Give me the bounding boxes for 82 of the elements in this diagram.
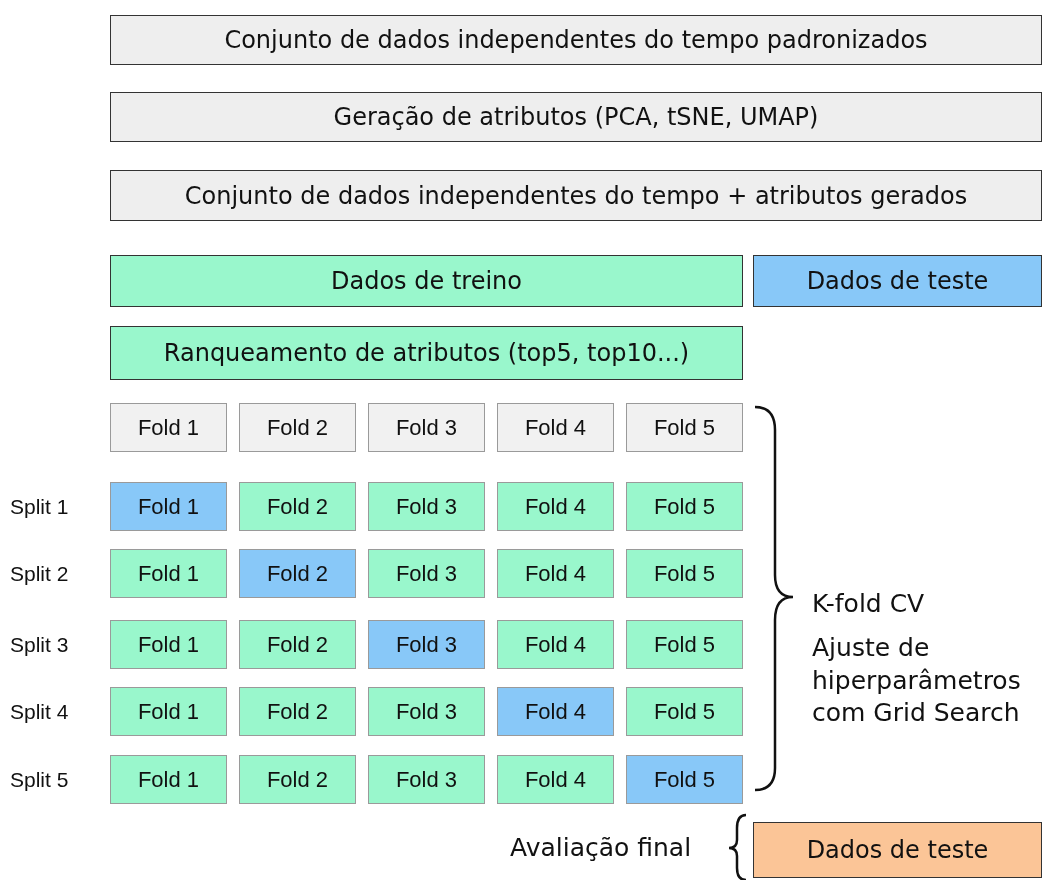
box-text: Conjunto de dados independentes do tempo padronizados [224, 26, 928, 54]
fold-box [626, 687, 743, 736]
fold-box [239, 687, 356, 736]
fold-box [368, 620, 485, 669]
fold-box [239, 482, 356, 531]
box-text: Fold 3 [395, 560, 458, 587]
box-text: Fold 1 [137, 698, 200, 725]
box-text: Fold 3 [395, 766, 458, 793]
box-text: Dados de treino [331, 267, 522, 295]
fold-box [239, 755, 356, 804]
fold-box [368, 755, 485, 804]
box-text: Fold 1 [137, 631, 200, 658]
label-text: Split 3 [10, 632, 69, 658]
box-text: Ranqueamento de atributos (top5, top10...) [163, 339, 690, 367]
box-text: Fold 4 [524, 414, 587, 441]
fold-box [626, 620, 743, 669]
fold-box [368, 403, 485, 452]
box-text: Fold 1 [137, 766, 200, 793]
box-text: Fold 3 [395, 493, 458, 520]
process-box [110, 255, 743, 307]
label-text: Split 4 [10, 699, 69, 725]
box-text: Fold 5 [653, 560, 716, 587]
box-text: Dados de teste [806, 267, 989, 295]
fold-box [497, 755, 614, 804]
box-text: Conjunto de dados independentes do tempo + atributos gerados [184, 181, 968, 210]
process-box [110, 326, 743, 380]
label-text: Split 2 [10, 561, 69, 587]
box-text: Fold 2 [266, 414, 329, 441]
fold-box [626, 755, 743, 804]
box-text: Fold 2 [266, 766, 329, 793]
box-text: Fold 2 [266, 493, 329, 520]
process-box [753, 822, 1042, 878]
box-text: Fold 3 [395, 698, 458, 725]
box-text: Fold 4 [524, 560, 587, 587]
fold-box [497, 687, 614, 736]
fold-box [110, 549, 227, 598]
fold-box [110, 620, 227, 669]
fold-box [368, 549, 485, 598]
box-text: Fold 3 [395, 414, 458, 441]
box-text: Fold 4 [524, 766, 587, 793]
label-text: Split 5 [10, 767, 69, 793]
box-text: Fold 1 [137, 493, 200, 520]
fold-box [110, 755, 227, 804]
fold-box [368, 482, 485, 531]
fold-box [497, 403, 614, 452]
fold-box [239, 620, 356, 669]
box-text: Fold 5 [653, 698, 716, 725]
process-box [110, 92, 1042, 142]
label-text: K-fold CV [812, 588, 926, 620]
label-text: Avaliação final [510, 832, 692, 864]
fold-box [110, 403, 227, 452]
box-text: Fold 1 [137, 414, 200, 441]
fold-box [626, 403, 743, 452]
fold-box [626, 549, 743, 598]
box-text: Fold 5 [653, 493, 716, 520]
process-box [110, 170, 1042, 221]
fold-box [497, 549, 614, 598]
box-text: Fold 2 [266, 631, 329, 658]
fold-box [110, 687, 227, 736]
fold-box [497, 482, 614, 531]
fold-box [239, 403, 356, 452]
fold-box [239, 549, 356, 598]
fold-box [497, 620, 614, 669]
box-text: Fold 5 [653, 414, 716, 441]
box-text: Fold 4 [524, 493, 587, 520]
box-text: Fold 1 [137, 560, 200, 587]
box-text: Fold 4 [524, 631, 587, 658]
box-text: Fold 4 [524, 698, 587, 725]
process-box [753, 255, 1042, 307]
box-text: Geração de atributos (PCA, tSNE, UMAP) [333, 103, 819, 131]
box-text: Fold 5 [653, 766, 716, 793]
fold-box [110, 482, 227, 531]
label-text: Ajuste de hiperparâmetros com Grid Search [812, 632, 1022, 729]
label-text: Split 1 [10, 494, 69, 520]
fold-box [626, 482, 743, 531]
fold-box [368, 687, 485, 736]
process-box [110, 15, 1042, 65]
box-text: Fold 5 [653, 631, 716, 658]
box-text: Fold 2 [266, 560, 329, 587]
box-text: Fold 2 [266, 698, 329, 725]
box-text: Fold 3 [395, 631, 458, 658]
box-text: Dados de teste [806, 836, 989, 864]
